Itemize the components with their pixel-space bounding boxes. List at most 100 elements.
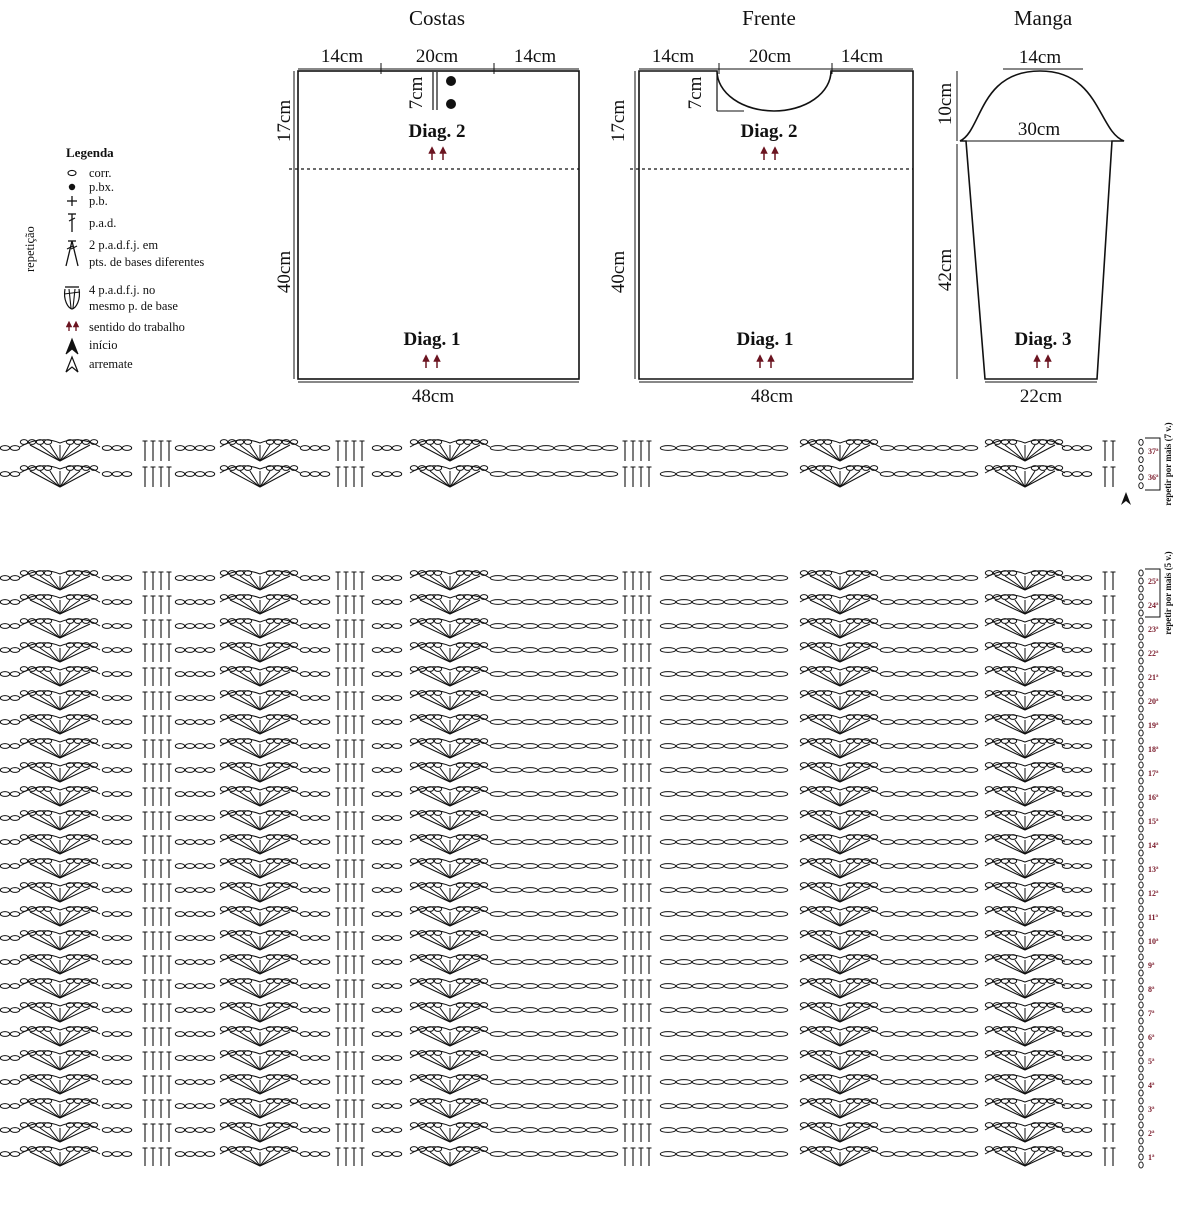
shell-arch (219, 978, 301, 987)
chain-stitch (227, 1050, 237, 1056)
shell-fan-stitch (239, 815, 261, 831)
shell-arch (799, 1026, 881, 1035)
chain-stitch (585, 671, 603, 677)
shell-fan-stitch (1024, 1007, 1056, 1023)
chain-stitch (19, 1146, 29, 1152)
turning-chain (1138, 464, 1144, 472)
chain-stitch (569, 1031, 587, 1037)
shell-fan-stitch (839, 623, 861, 639)
chain-stitch (391, 863, 403, 869)
chain-stitch (569, 445, 587, 451)
chain-stitch (984, 594, 994, 600)
shell-fan-stitch (419, 815, 451, 831)
shell-fan-stitch (449, 1127, 461, 1143)
chain-stitch (194, 719, 206, 725)
chain-stitch (815, 834, 825, 840)
shell-fan-stitch (59, 767, 91, 783)
chain-stitch (691, 445, 709, 451)
chain-stitch (227, 906, 237, 912)
chain-stitch (479, 618, 489, 624)
shell-arch (19, 762, 101, 771)
chain-stitch (273, 618, 283, 624)
chain-stitch (371, 719, 383, 725)
chain-stitch (35, 594, 45, 600)
chain-stitch (879, 815, 895, 821)
chain-stitch (1061, 695, 1073, 701)
shell-fan-stitch (1024, 1031, 1046, 1047)
shell-fan-stitch (59, 959, 91, 975)
chain-stitch (1071, 815, 1083, 821)
chain-stitch (1046, 1026, 1056, 1032)
chain-stitch (174, 1127, 186, 1133)
chain-stitch (723, 599, 741, 605)
chain-stitch (815, 690, 825, 696)
chain-stitch (227, 954, 237, 960)
shell-fan-stitch (419, 743, 451, 759)
chain-stitch (807, 810, 817, 816)
chain-stitch (9, 815, 21, 821)
chain-stitch (35, 786, 45, 792)
shell-fan-stitch (239, 959, 261, 975)
chain-stitch (319, 623, 331, 629)
shell-fan-stitch (259, 1079, 271, 1095)
chain-stitch (601, 791, 619, 797)
chain-stitch (723, 959, 741, 965)
shell-fan-stitch (829, 1031, 841, 1047)
chain-stitch (265, 954, 275, 960)
chain-stitch (455, 954, 465, 960)
chain-stitch (505, 887, 523, 893)
chain-stitch (949, 1127, 965, 1133)
shell-fan-stitch (1024, 623, 1056, 639)
chain-stitch (707, 911, 725, 917)
chain-stitch (299, 911, 311, 917)
chain-stitch (675, 983, 693, 989)
chain-stitch (723, 1127, 741, 1133)
shell-fan-stitch (259, 470, 291, 488)
chain-stitch (19, 882, 29, 888)
chain-stitch (707, 1079, 725, 1085)
chain-stitch (935, 983, 951, 989)
chain-stitch (1071, 983, 1083, 989)
chain-stitch (893, 1055, 909, 1061)
chain-stitch (1061, 623, 1073, 629)
chain-stitch (505, 671, 523, 677)
shell-fan-stitch (59, 1079, 71, 1095)
work-direction-icon (428, 146, 447, 160)
row-number: 16ª (1148, 793, 1159, 802)
chain-stitch (1081, 1079, 1093, 1085)
chain-stitch (219, 642, 229, 648)
chain-stitch (1030, 714, 1040, 720)
chain-stitch (1030, 1122, 1040, 1128)
shell-fan-stitch (249, 623, 261, 639)
chain-stitch (371, 623, 383, 629)
shell-fan-stitch (259, 575, 291, 591)
chain-stitch (227, 618, 237, 624)
chain-stitch (1081, 599, 1093, 605)
chain-stitch (101, 1151, 113, 1157)
chain-stitch (1081, 575, 1093, 581)
chain-stitch (771, 911, 789, 917)
chain-stitch (1008, 666, 1018, 672)
chain-stitch (1046, 834, 1056, 840)
chain-stitch (0, 911, 11, 917)
shell-fan-stitch (429, 470, 451, 488)
chain-stitch (111, 863, 123, 869)
chain-stitch (823, 882, 833, 888)
chain-stitch (479, 1002, 489, 1008)
chain-stitch (861, 786, 871, 792)
chain-stitch (879, 1127, 895, 1133)
shell-fan-stitch (1024, 671, 1036, 687)
chain-stitch (489, 445, 507, 451)
chain-stitch (463, 1050, 473, 1056)
back-top-mid-label: 20cm (416, 46, 458, 67)
chain-stitch (409, 465, 419, 471)
chain-stitch (553, 791, 571, 797)
chain-stitch (879, 575, 895, 581)
chain-stitch (489, 911, 507, 917)
chain-stitch (963, 719, 979, 725)
shell-fan-stitch (59, 791, 91, 807)
shell-fan-stitch (994, 911, 1026, 927)
chain-stitch (823, 786, 833, 792)
chain-stitch (235, 834, 245, 840)
shell-fan-stitch (259, 767, 271, 783)
